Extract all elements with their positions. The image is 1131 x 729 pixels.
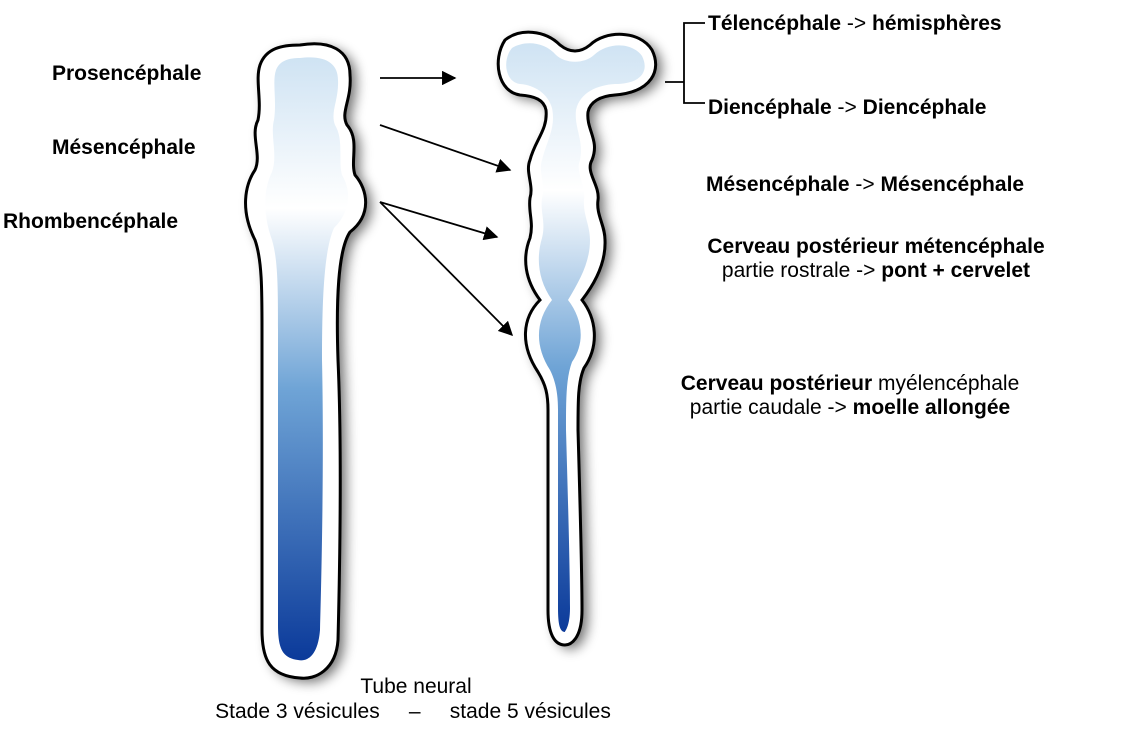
myelencephale-line2: partie caudale -> moelle allongée — [681, 396, 1020, 420]
myelencephale-line1-bold: Cerveau postérieur — [681, 372, 872, 395]
diencephale-arrow: -> — [832, 96, 863, 119]
label-prosencephale: Prosencéphale — [52, 62, 201, 86]
label-myelencephale: Cerveau postérieur myélencéphale partie … — [681, 372, 1020, 420]
label-metencephale: Cerveau postérieur métencéphale partie r… — [707, 235, 1044, 283]
telencephale-arrow: -> — [841, 12, 872, 35]
tube-3-vesicles — [246, 44, 372, 682]
metencephale-line2-bold: pont + cervelet — [881, 259, 1030, 282]
mesencephale-right-result: Mésencéphale — [881, 173, 1025, 196]
prosencephale-bracket — [665, 23, 705, 103]
caption-line2: Stade 3 vésicules – stade 5 vésicules — [215, 700, 611, 724]
telencephale-result: hémisphères — [872, 12, 1002, 35]
telencephale-name: Télencéphale — [708, 12, 841, 35]
label-rhombencephale: Rhombencéphale — [3, 210, 178, 234]
arrow-mesencephale — [380, 125, 510, 170]
caption-line1: Tube neural — [360, 675, 471, 699]
diencephale-name: Diencéphale — [708, 96, 832, 119]
label-mesencephale: Mésencéphale — [52, 136, 196, 160]
metencephale-line2-prefix: partie rostrale -> — [722, 259, 881, 282]
metencephale-line1: Cerveau postérieur métencéphale — [707, 235, 1044, 259]
mesencephale-right-name: Mésencéphale — [706, 173, 850, 196]
label-mesencephale-right: Mésencéphale -> Mésencéphale — [706, 173, 1024, 197]
tube-5-vesicles — [498, 32, 661, 649]
mesencephale-right-arrow: -> — [850, 173, 881, 196]
myelencephale-line2-bold: moelle allongée — [853, 396, 1011, 419]
diencephale-result: Diencéphale — [863, 96, 987, 119]
label-telencephale: Télencéphale -> hémisphères — [708, 12, 1002, 36]
myelencephale-line2-prefix: partie caudale -> — [690, 396, 853, 419]
label-diencephale: Diencéphale -> Diencéphale — [708, 96, 986, 120]
myelencephale-line1: Cerveau postérieur myélencéphale — [681, 372, 1020, 396]
myelencephale-line1-rest: myélencéphale — [872, 372, 1019, 395]
metencephale-line2: partie rostrale -> pont + cervelet — [707, 259, 1044, 283]
